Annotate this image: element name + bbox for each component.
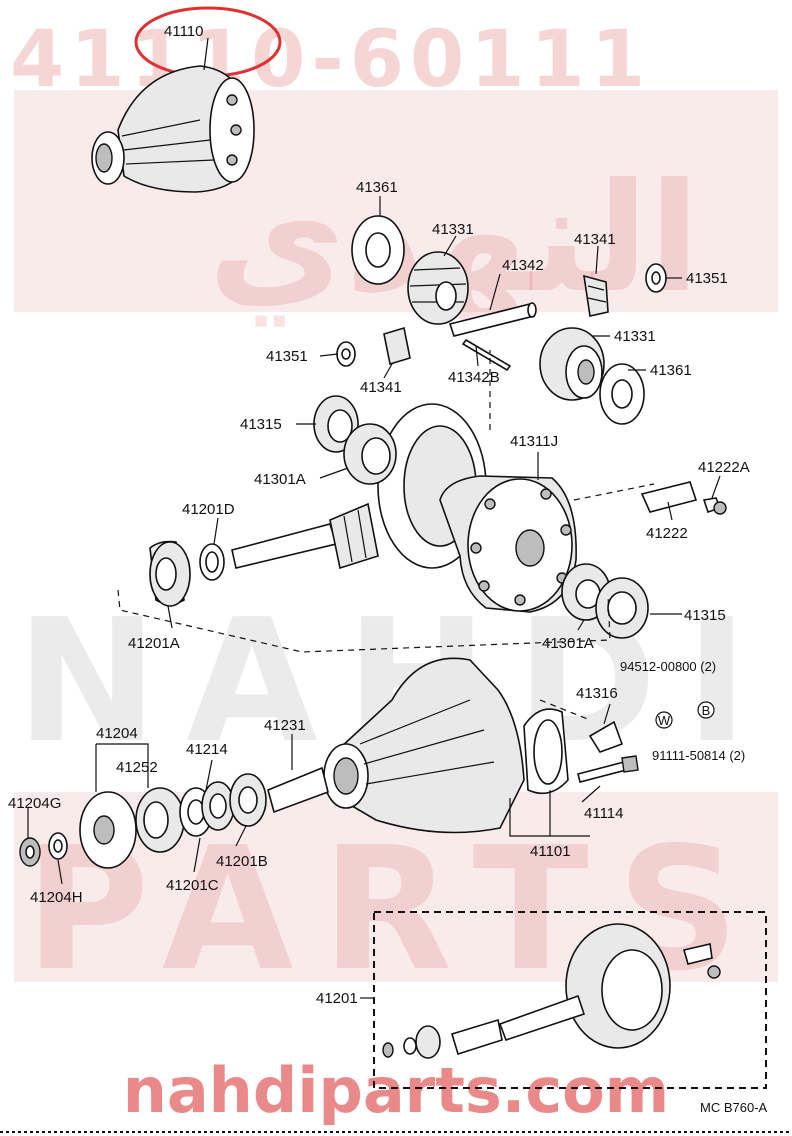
leader-lines (27, 37, 721, 999)
label-41252: 41252 (116, 759, 158, 776)
oil-seal-41252-drawing (135, 787, 185, 853)
label-41231: 41231 (264, 717, 306, 734)
svg-text:B: B (702, 703, 711, 718)
thrust-washer-41361-right-drawing (599, 363, 645, 425)
w-symbol: W (655, 711, 673, 729)
footer-code: MC B760-A (700, 1100, 768, 1115)
bearing-41201c-drawing (201, 781, 235, 831)
carrier-housing-41101-drawing (323, 657, 569, 834)
label-41301a-right: 41301A (542, 635, 594, 652)
lock-plate-41222-drawing (640, 481, 698, 513)
bearing-41201a-drawing (149, 540, 191, 607)
ring-pinion-set-41201-drawing (382, 923, 721, 1059)
label-41201a: 41201A (128, 635, 180, 652)
nut-41204g-drawing (19, 837, 41, 867)
label-41341-top: 41341 (574, 231, 616, 248)
companion-flange-41204-drawing (79, 791, 137, 869)
bolt-41114-drawing (577, 755, 639, 783)
pin-41342b-drawing (461, 338, 512, 372)
pinion-gear-41341-top-drawing (583, 274, 609, 317)
label-41204: 41204 (96, 725, 138, 742)
part-labels: 41110 41361 41331 41341 41351 41342 4135… (8, 23, 768, 1115)
label-41201b: 41201B (216, 853, 268, 870)
label-41201: 41201 (316, 990, 358, 1007)
label-41342b: 41342B (448, 369, 500, 386)
label-41222a: 41222A (698, 459, 750, 476)
watermark-part-number: 41110-60111 (10, 15, 651, 105)
spacer-41201d-drawing (199, 543, 225, 581)
bearing-41315-right-drawing (595, 577, 649, 639)
ring-pinion-set-box (373, 911, 767, 1089)
washer-41351-right-hole (651, 271, 661, 285)
label-41331-right: 41331 (614, 328, 656, 345)
dashed-guides (117, 350, 655, 721)
washer-41351-left-hole (341, 348, 351, 360)
bearing-41301a-left-drawing (343, 423, 397, 485)
label-41214: 41214 (186, 741, 228, 758)
bearing-41201b-drawing (229, 773, 267, 827)
label-41201c: 41201C (166, 877, 219, 894)
label-41341-left: 41341 (360, 379, 402, 396)
label-41316: 41316 (576, 685, 618, 702)
pinion-gear-41341-left-drawing (383, 326, 411, 366)
drive-pinion-drawing (231, 502, 379, 570)
label-41201d: 41201D (182, 501, 235, 518)
label-41222: 41222 (646, 525, 688, 542)
watermark-url: nahdiparts.com (123, 1054, 670, 1127)
label-94512-00800: 94512-00800 (2) (620, 659, 716, 674)
washer-41204h-drawing (48, 832, 68, 860)
label-41204g: 41204G (8, 795, 61, 812)
bolt-41222a-drawing (702, 497, 727, 515)
label-41301a-left: 41301A (254, 471, 306, 488)
side-gear-41331-right-drawing (539, 327, 605, 401)
bearing-41315-left-drawing (313, 395, 359, 453)
label-41315-left: 41315 (240, 416, 282, 433)
label-41351-left: 41351 (266, 348, 308, 365)
pinion-shaft-41342-drawing (448, 302, 537, 337)
thrust-washer-41361-top-drawing (351, 215, 405, 285)
label-41110: 41110 (164, 23, 204, 40)
label-41351-right: 41351 (686, 270, 728, 287)
label-41342: 41342 (502, 257, 544, 274)
label-91111-50814: 91111-50814 (2) (652, 748, 745, 763)
differential-case-41311j-drawing (439, 475, 577, 613)
label-41311j: 41311J (510, 433, 558, 450)
svg-text:W: W (658, 713, 671, 728)
label-41101: 41101 (530, 843, 571, 860)
label-41361-right: 41361 (650, 362, 692, 379)
label-41315-right: 41315 (684, 607, 726, 624)
label-41204h: 41204H (30, 889, 83, 906)
b-symbol: B (697, 701, 715, 719)
side-gear-41331-top-drawing (407, 251, 469, 325)
label-41331-top: 41331 (432, 221, 474, 238)
spacer-41231-drawing (267, 766, 329, 814)
label-41361-top: 41361 (356, 179, 398, 196)
adjusting-lock-41316-drawing (588, 720, 624, 753)
carrier-assembly-drawing (91, 65, 255, 193)
label-41114: 41114 (584, 805, 624, 822)
